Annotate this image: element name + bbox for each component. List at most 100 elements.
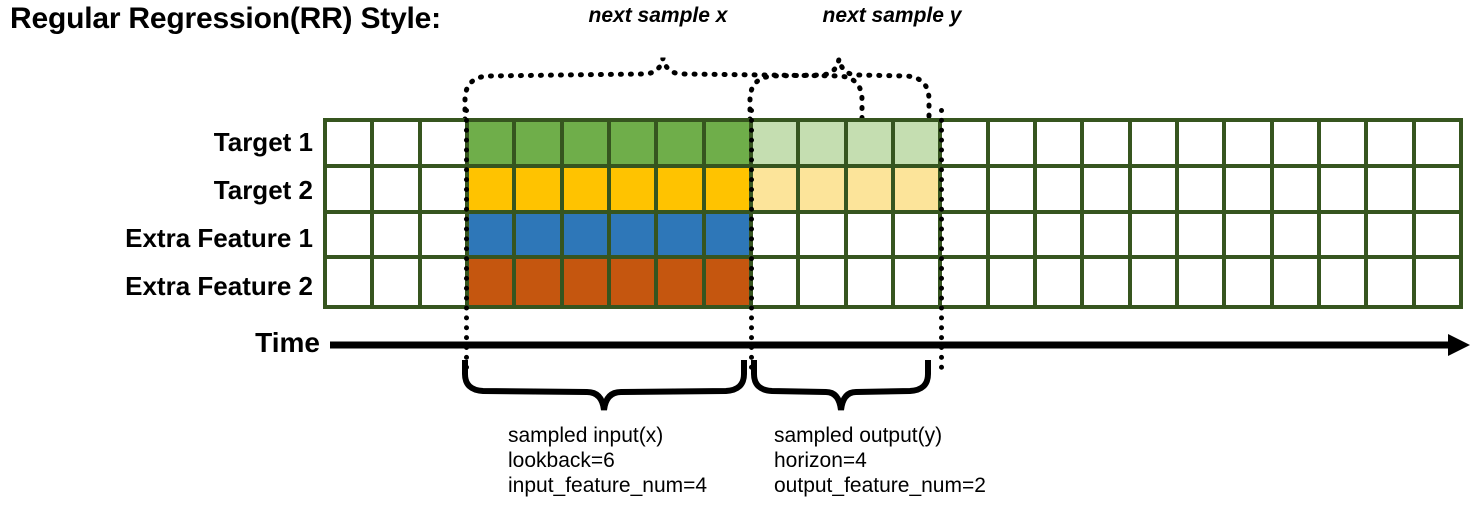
time-axis-label: Time <box>255 327 320 358</box>
grid-cell-extra-feature-1-empty-20 <box>1273 213 1321 260</box>
sampled-input-lookback: lookback=6 <box>508 449 615 472</box>
input-end-divider <box>749 108 754 370</box>
grid-cell-extra-feature-1-output-10 <box>800 213 848 260</box>
grid-cell-target-2-empty-15 <box>1036 167 1085 214</box>
grid-cell-target-1-empty-20 <box>1273 122 1321 168</box>
grid-cell-extra-feature-2-output-12 <box>894 259 943 305</box>
grid-cell-extra-feature-2-empty-2 <box>421 259 469 305</box>
grid-cell-target-1-input-7 <box>658 122 706 168</box>
grid-cell-extra-feature-2-output-11 <box>847 259 895 305</box>
grid-cell-target-2-input-7 <box>658 167 706 214</box>
grid-cell-target-1-empty-15 <box>1036 122 1085 168</box>
grid-cell-extra-feature-2-empty-18 <box>1178 259 1227 305</box>
grid-cell-extra-feature-2-empty-13 <box>942 259 990 305</box>
next-sample-x-label: next sample x <box>588 4 728 27</box>
grid-cell-target-1-input-8 <box>705 122 753 168</box>
grid-cell-extra-feature-2-input-3 <box>468 259 517 305</box>
grid-cell-target-1-empty-2 <box>421 122 469 168</box>
grid-cell-target-1-output-9 <box>752 122 801 168</box>
grid-cell-extra-feature-1-empty-15 <box>1036 213 1085 260</box>
grid-cell-target-2-input-3 <box>468 167 517 214</box>
grid-cell-extra-feature-1-empty-2 <box>421 213 469 260</box>
sampled-input-featnum: input_feature_num=4 <box>508 474 708 497</box>
grid-cell-extra-feature-1-empty-13 <box>942 213 990 260</box>
row-label-extra-feature-1: Extra Feature 1 <box>125 223 313 253</box>
grid-cell-extra-feature-2-input-4 <box>516 259 564 305</box>
grid-cell-target-1-output-11 <box>847 122 895 168</box>
row-label-extra-feature-2: Extra Feature 2 <box>125 271 313 301</box>
grid-row-target-1 <box>327 122 1459 168</box>
grid-cell-target-1-empty-14 <box>989 122 1037 168</box>
grid-cell-target-1-input-6 <box>610 122 659 168</box>
grid-cell-extra-feature-1-input-4 <box>516 213 564 260</box>
grid-cell-target-1-empty-17 <box>1131 122 1179 168</box>
page-title: Regular Regression(RR) Style: <box>10 2 441 35</box>
timeseries-grid <box>323 118 1463 309</box>
grid-cell-target-2-empty-16 <box>1084 167 1132 214</box>
sampled-output-title: sampled output(y) <box>774 424 943 447</box>
time-axis-arrow <box>330 334 1470 356</box>
sampled-output-brace <box>751 360 931 411</box>
sampled-output-horizon: horizon=4 <box>774 449 867 472</box>
grid-cell-target-1-input-3 <box>468 122 517 168</box>
next-sample-y-label: next sample y <box>822 4 962 27</box>
grid-cell-extra-feature-1-empty-14 <box>989 213 1037 260</box>
grid-cell-target-2-empty-21 <box>1320 167 1369 214</box>
grid-cell-target-1-empty-1 <box>374 122 422 168</box>
sampled-input-brace <box>462 360 747 411</box>
grid-cell-target-2-output-12 <box>894 167 943 214</box>
sampled-output-annotation: sampled output(y) horizon=4 output_featu… <box>774 423 986 498</box>
grid-cell-target-2-empty-14 <box>989 167 1037 214</box>
sampled-output-featnum: output_feature_num=2 <box>774 474 986 497</box>
row-label-target-2: Target 2 <box>213 175 313 205</box>
grid-cell-target-2-output-9 <box>752 167 801 214</box>
grid-cell-target-1-empty-22 <box>1368 122 1416 168</box>
grid-row-extra-feature-2 <box>327 259 1459 305</box>
grid-cell-extra-feature-1-output-11 <box>847 213 895 260</box>
row-label-column: Target 1 Target 2 Extra Feature 1 Extra … <box>0 119 313 309</box>
sampled-input-annotation: sampled input(x) lookback=6 input_featur… <box>508 423 707 498</box>
grid-cell-extra-feature-1-input-7 <box>658 213 706 260</box>
grid-cell-target-1-output-10 <box>800 122 848 168</box>
grid-cell-target-2-empty-2 <box>421 167 469 214</box>
grid-cell-extra-feature-1-empty-18 <box>1178 213 1227 260</box>
grid-row-extra-feature-1 <box>327 213 1459 260</box>
grid-cell-extra-feature-2-output-9 <box>752 259 801 305</box>
grid-cell-target-2-input-8 <box>705 167 753 214</box>
grid-cell-target-2-empty-18 <box>1178 167 1227 214</box>
grid-cell-target-2-empty-13 <box>942 167 990 214</box>
grid-cell-target-1-input-4 <box>516 122 564 168</box>
grid-cell-target-2-input-5 <box>563 167 611 214</box>
grid-cell-target-2-output-10 <box>800 167 848 214</box>
grid-cell-extra-feature-2-empty-0 <box>327 259 375 305</box>
next-sample-y-brace <box>747 58 932 122</box>
grid-cell-extra-feature-2-empty-19 <box>1226 259 1274 305</box>
grid-cell-target-2-empty-23 <box>1415 167 1459 214</box>
input-start-divider <box>464 108 469 370</box>
grid-cell-extra-feature-1-empty-22 <box>1368 213 1416 260</box>
next-sample-x-brace <box>462 57 865 122</box>
grid-cell-extra-feature-2-empty-21 <box>1320 259 1369 305</box>
grid-cell-extra-feature-2-empty-23 <box>1415 259 1459 305</box>
grid-cell-extra-feature-2-empty-17 <box>1131 259 1179 305</box>
grid-cell-target-1-empty-16 <box>1084 122 1132 168</box>
grid-cell-target-1-output-12 <box>894 122 943 168</box>
grid-cell-extra-feature-2-input-7 <box>658 259 706 305</box>
grid-cell-extra-feature-1-empty-19 <box>1226 213 1274 260</box>
grid-cell-target-2-empty-17 <box>1131 167 1179 214</box>
grid-cell-extra-feature-1-output-9 <box>752 213 801 260</box>
grid-cell-extra-feature-1-empty-23 <box>1415 213 1459 260</box>
grid-cell-extra-feature-2-empty-16 <box>1084 259 1132 305</box>
grid-cell-extra-feature-2-empty-15 <box>1036 259 1085 305</box>
grid-cell-target-2-input-4 <box>516 167 564 214</box>
grid-cell-target-2-output-11 <box>847 167 895 214</box>
grid-cell-target-1-empty-19 <box>1226 122 1274 168</box>
grid-cell-extra-feature-1-empty-16 <box>1084 213 1132 260</box>
grid-cell-extra-feature-1-input-5 <box>563 213 611 260</box>
grid-cell-target-2-empty-0 <box>327 167 375 214</box>
grid-cell-target-1-empty-0 <box>327 122 375 168</box>
grid-cell-extra-feature-2-input-8 <box>705 259 753 305</box>
grid-cell-target-1-input-5 <box>563 122 611 168</box>
grid-cell-target-2-input-6 <box>610 167 659 214</box>
